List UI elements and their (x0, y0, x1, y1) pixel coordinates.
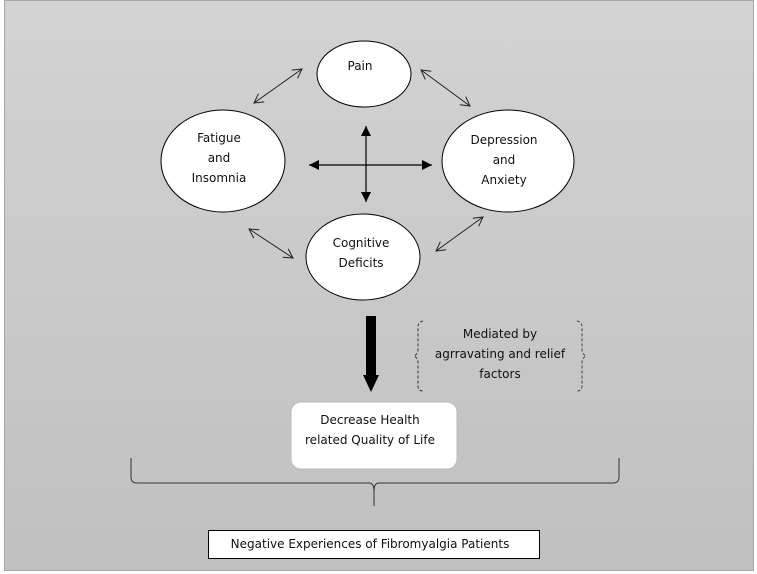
node-depression-ellipse (441, 109, 575, 213)
outcome-line: related Quality of Life (305, 433, 435, 447)
node-depression-line: Depression (470, 133, 538, 147)
node-depression-line: Anxiety (481, 173, 527, 187)
conclusion-box (208, 530, 540, 559)
mediator-right-brace (576, 320, 588, 392)
node-pain-ellipse (316, 40, 412, 108)
thick-arrow-shaft (366, 316, 376, 376)
node-fatigue-label: Fatigue and Insomnia (159, 128, 279, 188)
outcome-box (290, 401, 458, 470)
node-cognitive-ellipse (305, 213, 421, 301)
outcome-label: Decrease Health related Quality of Life (287, 410, 453, 450)
edge-fatigue-cognitive (248, 228, 294, 259)
node-cognitive-label: Cognitive Deficits (305, 233, 417, 273)
thick-arrow-head (363, 375, 379, 392)
node-depression-label: Depression and Anxiety (439, 130, 569, 190)
node-depression-line: and (492, 153, 516, 167)
mediator-left-brace (412, 320, 424, 392)
node-fatigue-ellipse (160, 109, 286, 213)
edge-cognitive-depression (435, 216, 484, 252)
node-cognitive-line: Deficits (338, 256, 384, 270)
mediator-line: Mediated by (462, 327, 538, 341)
diagram-canvas: Pain Fatigue and Insomnia Depression and… (4, 0, 754, 571)
node-pain-line: Pain (347, 59, 373, 73)
conclusion-label: Negative Experiences of Fibromyalgia Pat… (204, 534, 536, 554)
node-cognitive-line: Cognitive (332, 236, 390, 250)
conclusion-text: Negative Experiences of Fibromyalgia Pat… (230, 537, 510, 551)
edge-pain-fatigue (253, 68, 303, 104)
node-fatigue-line: Insomnia (191, 171, 247, 185)
outcome-line: Decrease Health (320, 413, 420, 427)
mediator-label: Mediated by agrravating and relief facto… (405, 324, 595, 384)
bottom-brace (130, 458, 620, 506)
mediator-line: agrravating and relief (434, 347, 566, 361)
edge-pain-depression (420, 69, 471, 107)
diagram-svg (130, 40, 620, 559)
node-pain-label: Pain (313, 56, 407, 76)
node-fatigue-line: and (207, 151, 231, 165)
node-fatigue-line: Fatigue (197, 131, 241, 145)
mediator-line: factors (479, 367, 521, 381)
